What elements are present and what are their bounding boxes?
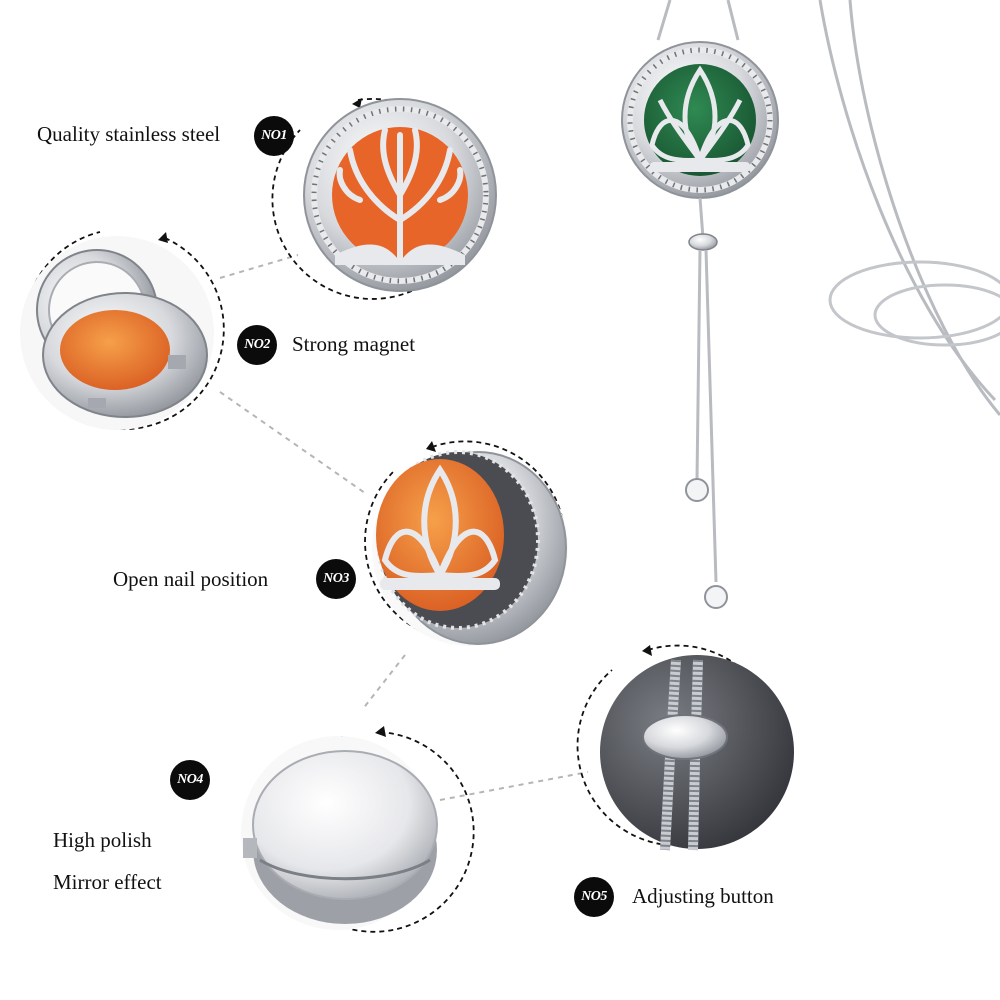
badge-no4: NO4 — [170, 760, 210, 800]
feature-label-adjusting-button: Adjusting button — [632, 884, 774, 908]
open-locket-icon — [20, 231, 225, 431]
slider-bead-icon — [576, 644, 794, 851]
lotus-necklace-icon — [621, 0, 1000, 609]
connector-lines — [219, 254, 589, 801]
tree-of-life-locket-icon — [271, 98, 497, 300]
badge-no3: NO3 — [316, 559, 356, 599]
feature-label-open-nail: Open nail position — [113, 567, 269, 591]
feature-label-strong-magnet: Strong magnet — [292, 332, 416, 356]
lotus-locket-side-icon — [364, 440, 568, 646]
badge-no2: NO2 — [237, 325, 277, 365]
polished-back-icon — [241, 726, 475, 933]
feature-label-quality-steel: Quality stainless steel — [37, 122, 221, 146]
feature-label-high-polish: High polish — [53, 828, 152, 852]
badge-no5: NO5 — [574, 877, 614, 917]
badge-no1: NO1 — [254, 116, 294, 156]
feature-label-mirror-effect: Mirror effect — [53, 870, 162, 894]
